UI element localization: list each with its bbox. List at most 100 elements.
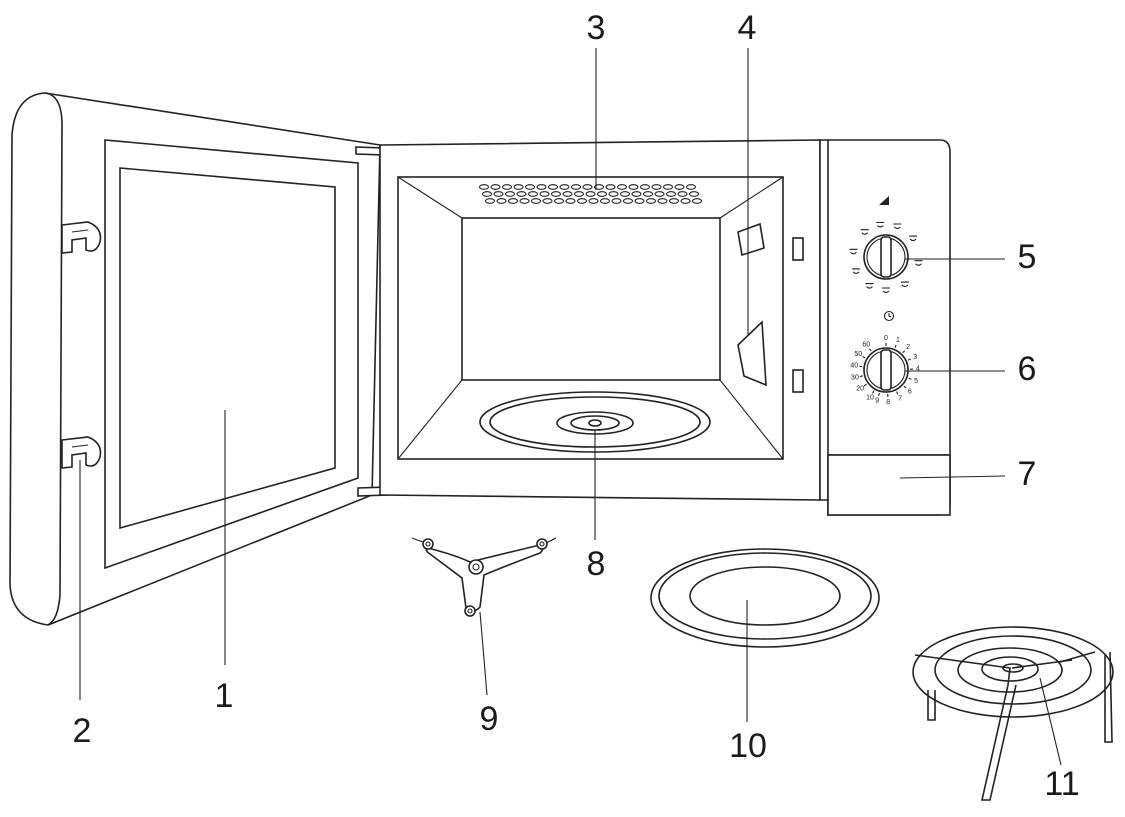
callout-3: 3	[587, 9, 606, 47]
glass-tray	[650, 548, 880, 648]
vent-hole	[588, 198, 599, 204]
callout-7: 7	[1018, 455, 1037, 493]
vent-hole	[565, 198, 576, 204]
vent-hole	[654, 191, 665, 197]
timer-tick	[903, 385, 907, 389]
callout-2: 2	[73, 712, 92, 750]
vent-hole	[642, 191, 654, 197]
timer-number: 50	[854, 351, 862, 358]
vent-hole	[639, 184, 651, 190]
vent-hole	[657, 198, 668, 204]
power-symbol-icon	[852, 268, 861, 274]
timer-number: 2	[906, 344, 910, 351]
vent-hole	[519, 198, 530, 204]
vent-hole	[501, 184, 513, 190]
vent-hole	[674, 184, 685, 190]
power-symbol-icon	[865, 283, 874, 289]
vent-hole	[582, 184, 593, 190]
vent-hole	[691, 198, 703, 204]
timer-tick	[863, 383, 867, 387]
power-knob[interactable]	[863, 234, 909, 280]
vent-hole	[547, 184, 559, 190]
vent-hole	[599, 198, 611, 204]
vent-hole	[662, 184, 674, 190]
vent-hole	[530, 198, 542, 204]
vent-hole	[570, 184, 582, 190]
power-symbol-icon	[860, 229, 869, 235]
power-symbol-icon	[849, 248, 858, 255]
callout-8: 8	[587, 545, 606, 583]
vent-hole	[573, 191, 585, 197]
timer-number: 4	[916, 366, 920, 373]
vent-hole	[634, 198, 645, 204]
vent-hole	[490, 184, 501, 190]
microwave-body	[379, 139, 821, 501]
door-latch-top	[61, 221, 102, 254]
timer-tick	[868, 348, 872, 352]
vent-hole	[665, 191, 677, 197]
vent-hole	[677, 191, 688, 197]
timer-tick	[894, 344, 897, 348]
vent-hole	[685, 184, 697, 190]
vent-hole	[622, 198, 634, 204]
callout-9: 9	[480, 700, 499, 738]
timer-number: 3	[913, 354, 917, 361]
vent-hole	[680, 198, 691, 204]
timer-number: 5	[914, 378, 918, 385]
vent-hole	[513, 184, 524, 190]
timer-tick	[908, 377, 912, 380]
vent-hole	[576, 198, 588, 204]
timer-number: 1	[896, 337, 900, 344]
timer-number: 10	[866, 395, 874, 402]
callout-4: 4	[738, 9, 757, 47]
timer-tick	[907, 358, 911, 361]
vent-hole	[493, 191, 504, 197]
waveguide-cover-lower	[737, 320, 767, 387]
callout-11: 11	[1044, 765, 1079, 803]
vent-hole	[559, 184, 570, 190]
timer-tick	[878, 392, 880, 397]
callout-5: 5	[1018, 238, 1037, 276]
vent-hole	[562, 191, 573, 197]
clock-icon	[883, 310, 895, 322]
vent-hole	[536, 184, 547, 190]
vent-hole	[524, 184, 536, 190]
vent-hole	[542, 198, 553, 204]
leader-lines	[79, 48, 1062, 766]
timer-number: 30	[851, 375, 859, 382]
timer-number: 9	[875, 398, 879, 405]
grill-rack	[912, 626, 1114, 801]
door-latch-bottom	[61, 436, 102, 469]
vent-hole	[688, 191, 700, 197]
door-window	[119, 167, 336, 530]
callout-10: 10	[729, 727, 767, 765]
vent-hole	[631, 191, 642, 197]
vent-hole	[539, 191, 550, 197]
vent-hole	[527, 191, 539, 197]
roller-support	[411, 537, 557, 617]
vent-hole	[605, 184, 616, 190]
timer-number: 0	[884, 335, 888, 342]
vent-hole	[593, 184, 605, 190]
callout-1: 1	[215, 677, 234, 715]
vent-hole	[496, 198, 507, 204]
power-symbol-icon	[914, 260, 923, 266]
vent-hole	[585, 191, 596, 197]
vent-hole	[611, 198, 622, 204]
vent-hole	[481, 191, 493, 197]
power-level-icon	[879, 196, 889, 205]
vent-hole	[645, 198, 657, 204]
vent-grille	[478, 184, 703, 204]
power-symbol-icon	[876, 221, 885, 228]
power-symbol-icon	[909, 235, 918, 242]
timer-knob[interactable]	[863, 347, 909, 393]
callout-6: 6	[1018, 350, 1037, 388]
door-release-button[interactable]	[827, 454, 951, 516]
vent-hole	[478, 184, 490, 190]
timer-number: 20	[856, 386, 864, 393]
vent-hole	[616, 184, 628, 190]
vent-hole	[516, 191, 527, 197]
